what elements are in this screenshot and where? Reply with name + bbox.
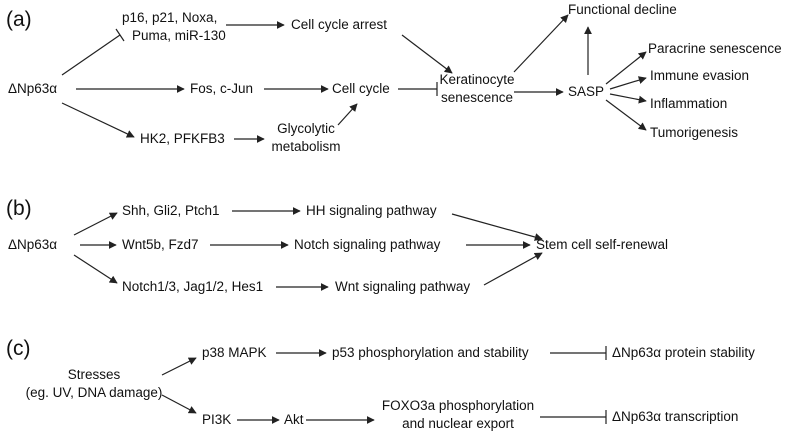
node-arrest: Cell cycle arrest [291,17,388,32]
edge-sasp-inflammation [609,93,647,104]
edge-glyco-cycle [337,103,358,126]
node-cycle: Cell cycle [332,81,390,96]
edge-kera-functional [513,14,569,73]
panel-label-a: (a) [6,8,32,31]
node-protein-stability: ΔNp63α protein stability [612,345,755,360]
node-p16-line1: p16, p21, Noxa, [122,10,218,25]
edge-sasp-paracrine [605,51,647,85]
node-inflammation: Inflammation [650,96,728,111]
edge-sasp-tumor [605,99,647,131]
node-akt: Akt [284,412,304,427]
node-p53: p53 phosphorylation and stability [332,345,529,360]
node-hk2: HK2, PFKFB3 [140,131,225,146]
node-wnt5b: Wnt5b, Fzd7 [122,237,199,252]
node-notch: Notch signaling pathway [294,237,441,252]
node-kera-line2: senescence [440,90,514,105]
node-immune: Immune evasion [650,68,750,83]
edge-arrest-kera [401,34,453,74]
node-paracrine: Paracrine senescence [648,41,782,56]
edge-root-p16-inhibit-bar [115,28,125,42]
node-tumor: Tumorigenesis [650,125,739,140]
panel-label-b: (b) [6,197,32,220]
node-glyco-line1: Glycolytic [277,121,335,136]
edge-sasp-immune [609,76,647,90]
panel-label-c: (c) [6,337,31,360]
node-transcription: ΔNp63α transcription [612,409,739,424]
node-foxo-line2: and nuclear export [402,416,514,431]
node-stem: Stem cell self-renewal [536,237,669,252]
node-hh: HH signaling pathway [306,203,437,218]
node-foxo-line1: FOXO3a phosphorylation [381,398,535,413]
edge-b-root-notch13 [73,254,118,284]
node-glyco-line2: metabolism [271,139,341,154]
node-a-root: ΔNp63α [8,81,58,96]
edge-root-p16-inhibit [61,34,121,76]
edge-root-hk2 [61,102,135,138]
node-functional: Functional decline [568,2,677,17]
edge-c-stress-p38 [161,357,197,376]
node-pi3k: PI3K [202,412,232,427]
node-p16-line2: Puma, miR-130 [132,28,226,43]
edge-b-hh-stem [451,213,543,241]
node-kera-line1: Keratinocyte [439,72,515,87]
node-fos: Fos, c-Jun [190,81,254,96]
node-b-root: ΔNp63α [8,237,58,252]
node-stress-line1: Stresses [67,367,121,382]
edge-b-root-shh [73,212,118,236]
node-shh: Shh, Gli2, Ptch1 [122,203,220,218]
node-sasp: SASP [568,84,605,99]
node-stress-line2: (eg. UV, DNA damage) [25,385,163,400]
node-wnt: Wnt signaling pathway [335,279,471,294]
node-p38: p38 MAPK [202,345,267,360]
node-notch13: Notch1/3, Jag1/2, Hes1 [122,279,264,294]
edge-b-wnt-stem [483,252,543,286]
edge-c-stress-pi3k [161,394,197,414]
